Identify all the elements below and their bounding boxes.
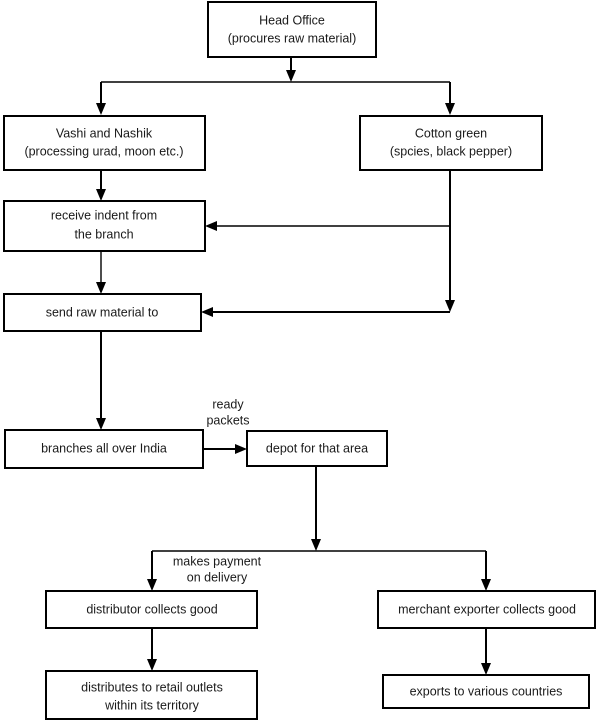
node-box[interactable] [207, 1, 377, 58]
edge-head-office-to-bus [286, 57, 296, 82]
arrow-head-icon [311, 539, 321, 551]
arrow-head-icon [445, 300, 455, 312]
edge-bus-to-cotton-green [445, 82, 455, 115]
node-head-office[interactable]: Head Office (procures raw material) [207, 1, 377, 58]
node-depot-for-that-area[interactable]: depot for that area [246, 430, 388, 467]
node-box[interactable] [45, 590, 258, 629]
edge-bus-to-vashi [96, 82, 106, 115]
edge-receive-indent-to-send-raw [96, 251, 106, 294]
edge-vashi-to-receive-indent [96, 170, 106, 201]
edge-branches-to-depot [203, 444, 247, 454]
node-box[interactable] [382, 674, 590, 709]
node-vashi-and-nashik[interactable]: Vashi and Nashik (processing urad, moon … [3, 115, 206, 171]
node-box[interactable] [3, 293, 202, 332]
node-label-line1: Vashi and Nashik [56, 126, 153, 140]
node-box[interactable] [377, 590, 596, 629]
node-exports-to-various-countries[interactable]: exports to various countries [382, 674, 590, 709]
node-label-line1: distributes to retail outlets [81, 680, 223, 694]
node-distributes-to-retail-outlets[interactable]: distributes to retail outlets within its… [45, 670, 258, 720]
edge-label-line2: on delivery [187, 570, 248, 584]
edge-depot-to-bus [311, 466, 321, 551]
edge-merchant-exporter-to-exports [481, 628, 491, 675]
edge-cotton-green-to-receive-indent [205, 221, 450, 231]
node-label-line1: distributor collects good [86, 602, 217, 616]
arrow-head-icon [96, 282, 106, 294]
arrow-head-icon [201, 307, 213, 317]
node-box[interactable] [4, 429, 204, 469]
arrow-head-icon [147, 659, 157, 671]
node-receive-indent[interactable]: receive indent from the branch [3, 200, 206, 252]
edge-cotton-green-to-send-raw [201, 307, 450, 317]
arrow-head-icon [481, 663, 491, 675]
arrow-head-icon [445, 103, 455, 115]
arrow-head-icon [96, 189, 106, 201]
node-label-line1: send raw material to [46, 305, 159, 319]
arrow-head-icon [96, 418, 106, 430]
node-box[interactable] [45, 670, 258, 720]
arrow-head-icon [205, 221, 217, 231]
node-branches-all-over-india[interactable]: branches all over India [4, 429, 204, 469]
edge-label-makes-payment-on-delivery: makes payment on delivery [173, 554, 262, 584]
node-label-line1: receive indent from [51, 208, 157, 222]
node-label-line2: the branch [74, 227, 133, 241]
node-box[interactable] [3, 115, 206, 171]
node-label-line2: (processing urad, moon etc.) [24, 144, 183, 158]
node-box[interactable] [246, 430, 388, 467]
edge-cotton-green-spine-arrow [445, 300, 455, 312]
node-label-line1: branches all over India [41, 441, 167, 455]
node-label-line1: exports to various countries [410, 684, 563, 698]
arrow-head-icon [481, 579, 491, 591]
arrow-head-icon [286, 70, 296, 82]
node-label-line1: Cotton green [415, 126, 487, 140]
node-label-line1: merchant exporter collects good [398, 602, 576, 616]
edge-label-line2: packets [206, 413, 249, 427]
node-label-line1: depot for that area [266, 441, 368, 455]
arrow-head-icon [147, 579, 157, 591]
edge-label-line1: ready [212, 397, 244, 411]
edge-distributor-to-retail-outlets [147, 628, 157, 671]
node-merchant-exporter-collects-good[interactable]: merchant exporter collects good [377, 590, 596, 629]
node-distributor-collects-good[interactable]: distributor collects good [45, 590, 258, 629]
edge-label-line1: makes payment [173, 554, 262, 568]
node-cotton-green[interactable]: Cotton green (spcies, black pepper) [359, 115, 543, 171]
node-box[interactable] [3, 200, 206, 252]
node-send-raw-material[interactable]: send raw material to [3, 293, 202, 332]
edge-bus-to-distributor [147, 551, 157, 591]
node-label-line1: Head Office [259, 13, 325, 27]
node-box[interactable] [359, 115, 543, 171]
arrow-head-icon [235, 444, 247, 454]
node-label-line2: (procures raw material) [228, 31, 357, 45]
node-label-line2: within its territory [104, 698, 200, 712]
node-label-line2: (spcies, black pepper) [390, 144, 512, 158]
edge-send-raw-to-branches [96, 331, 106, 430]
arrow-head-icon [96, 103, 106, 115]
edge-bus-to-merchant-exporter [481, 551, 491, 591]
edge-label-ready-packets: ready packets [206, 397, 249, 427]
